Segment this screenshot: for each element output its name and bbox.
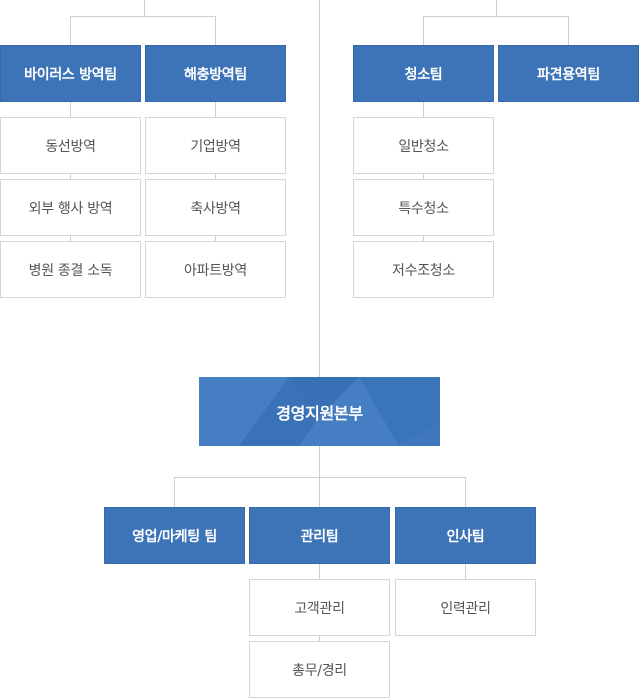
left-top-stub — [144, 0, 145, 16]
team-cleaning[interactable]: 청소팀 — [353, 45, 494, 102]
right-drop-1 — [423, 16, 424, 45]
sub-route-disinfection: 동선방역 — [0, 117, 141, 174]
team-pest-control[interactable]: 해충방역팀 — [145, 45, 286, 102]
right-top-stub — [496, 0, 497, 16]
sub-apartment-disinfection: 아파트방역 — [145, 241, 286, 298]
sub-corporate-disinfection: 기업방역 — [145, 117, 286, 174]
team-human-resources[interactable]: 인사팀 — [395, 507, 536, 564]
team-administration[interactable]: 관리팀 — [249, 507, 390, 564]
bottom-drop-1 — [174, 477, 175, 507]
hq-background-pattern — [199, 377, 440, 446]
team-dispatch-service[interactable]: 파견용역팀 — [498, 45, 639, 102]
left-drop-1 — [70, 16, 71, 45]
left-horizontal-line — [70, 16, 216, 17]
sub-outdoor-event-disinfection: 외부 행사 방역 — [0, 179, 141, 236]
hq-title: 경영지원본부 — [276, 403, 363, 423]
bottom-horizontal-line — [174, 477, 466, 478]
sub-livestock-disinfection: 축사방역 — [145, 179, 286, 236]
sub-general-affairs-accounting: 총무/경리 — [249, 641, 390, 698]
hq-management-support[interactable]: 경영지원본부 — [199, 377, 440, 446]
sub-workforce-management: 인력관리 — [395, 579, 536, 636]
bottom-drop-3 — [465, 477, 466, 507]
right-horizontal-line — [423, 16, 569, 17]
left-drop-2 — [215, 16, 216, 45]
main-vertical-line — [319, 0, 320, 477]
sub-customer-management: 고객관리 — [249, 579, 390, 636]
bottom-drop-2 — [319, 477, 320, 507]
sub-special-cleaning: 특수청소 — [353, 179, 494, 236]
right-drop-2 — [568, 16, 569, 45]
team-virus-disinfection[interactable]: 바이러스 방역팀 — [0, 45, 141, 102]
sub-water-tank-cleaning: 저수조청소 — [353, 241, 494, 298]
sub-hospital-final-disinfection: 병원 종결 소독 — [0, 241, 141, 298]
team-sales-marketing[interactable]: 영업/마케팅 팀 — [104, 507, 245, 564]
sub-general-cleaning: 일반청소 — [353, 117, 494, 174]
